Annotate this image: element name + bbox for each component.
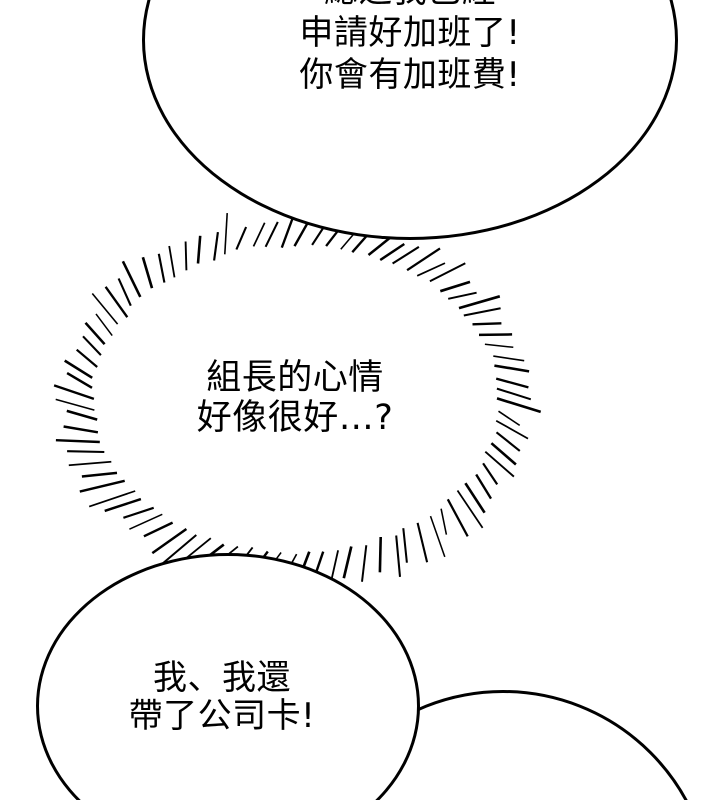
speech-line: 我、我還	[153, 658, 291, 698]
speech-text-bottom: 我、我還 帶了公司卡!	[22, 659, 422, 735]
speech-line: 你會有加班費!	[299, 55, 521, 95]
speech-line: 申請好加班了!	[299, 13, 521, 53]
speech-line: 帶了公司卡!	[128, 696, 316, 736]
speech-text-top: 總之我已經 申請好加班了! 你會有加班費!	[142, 0, 678, 96]
speech-bubble-bottom-left	[36, 553, 420, 800]
speech-line: 好像很好…?	[196, 398, 394, 438]
speech-line: 組長的心情	[206, 358, 384, 398]
thought-text-burst: 組長的心情 好像很好…?	[95, 358, 495, 438]
speech-line: 總之我已經	[142, 0, 678, 12]
